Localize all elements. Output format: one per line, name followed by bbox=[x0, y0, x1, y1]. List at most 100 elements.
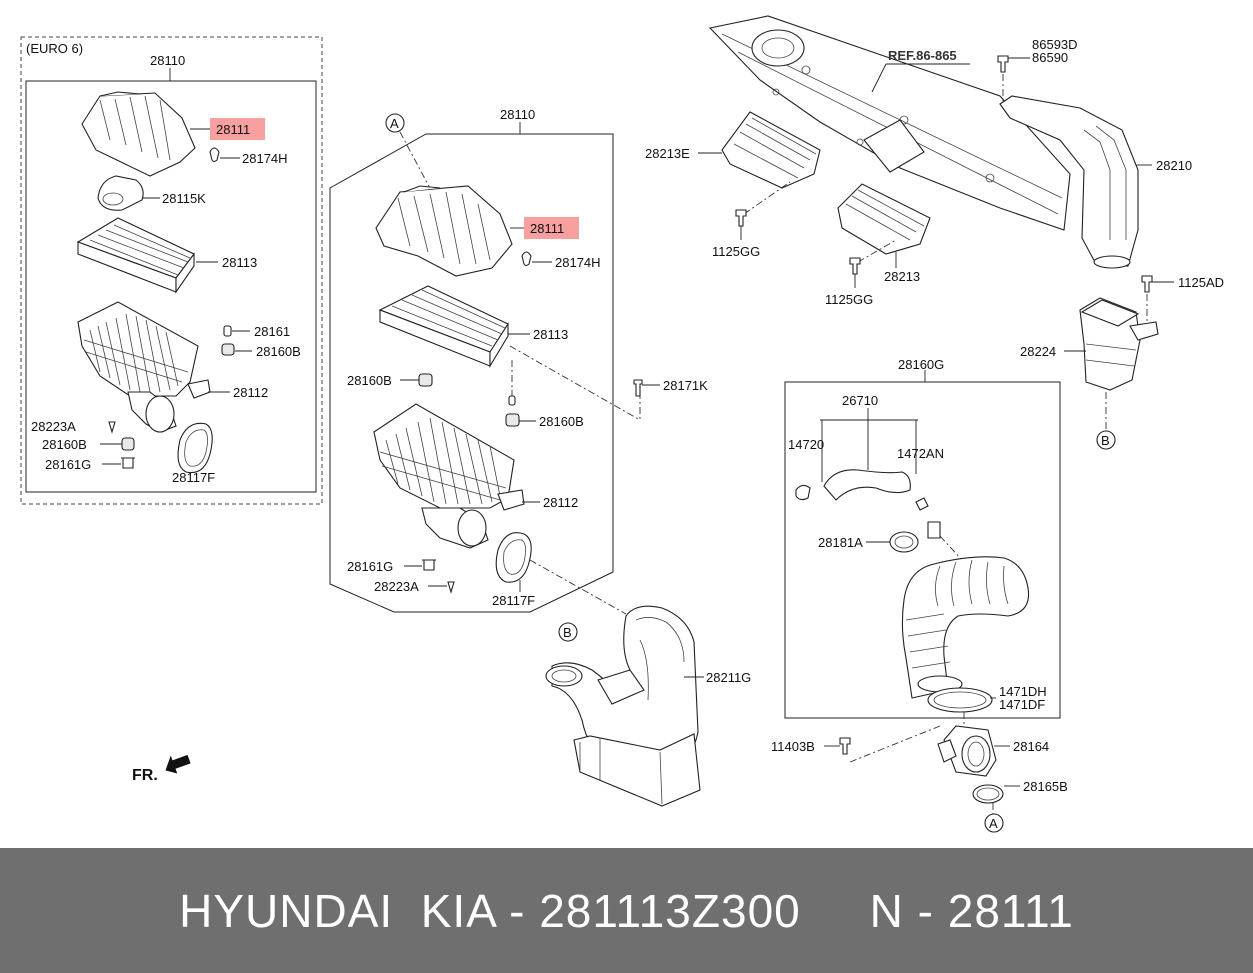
screw1-part bbox=[735, 209, 747, 227]
inlet-hose-label: 28224 bbox=[1020, 344, 1056, 359]
left-pin-label: 28223A bbox=[31, 419, 76, 434]
screw3-part bbox=[1141, 275, 1153, 293]
left-group-box bbox=[25, 80, 317, 493]
sensor-label: 28164 bbox=[1013, 739, 1049, 754]
part-number-caption: HYUNDAI KIA - 281113Z300 N - 28111 bbox=[179, 884, 1074, 937]
left-cover-highlight bbox=[210, 118, 265, 140]
left-grommet-part bbox=[223, 325, 232, 337]
sensor-part bbox=[937, 725, 997, 777]
left-resonator-label: 28115K bbox=[162, 191, 206, 206]
center-pin-part bbox=[447, 581, 455, 594]
euro6-label: (EURO 6) bbox=[26, 41, 83, 56]
left-filter-label: 28113 bbox=[222, 255, 257, 270]
bracket-label: 28213E bbox=[645, 146, 690, 161]
bottom-ref-a-circle bbox=[984, 813, 1004, 833]
left-pin-part bbox=[108, 421, 116, 434]
center-mount-right-label: 28160B bbox=[539, 414, 584, 429]
inlet-hose-part bbox=[1079, 297, 1159, 391]
screw1-label: 1125GG bbox=[712, 244, 760, 259]
vacuum-fitting-part bbox=[927, 521, 941, 539]
clamp2-part bbox=[927, 687, 993, 713]
left-grommet-label: 28161 bbox=[254, 324, 290, 339]
left-mount2-part bbox=[121, 437, 135, 451]
air-duct-label: 28210 bbox=[1156, 158, 1192, 173]
footer-bar: HYUNDAI KIA - 281113Z300 N - 28111 bbox=[0, 848, 1253, 973]
left-clip-label: 28174H bbox=[242, 151, 288, 166]
clamp2a-label: 1471DH bbox=[999, 684, 1047, 699]
duct-part-part bbox=[837, 183, 931, 255]
left-seal-label: 28117F bbox=[172, 470, 215, 485]
left-bolt-part bbox=[121, 457, 135, 469]
clamp-part bbox=[889, 531, 919, 553]
center-cover-part bbox=[375, 185, 513, 277]
center-mount-part bbox=[418, 373, 433, 387]
main-hose-part bbox=[901, 556, 1030, 699]
center-clip-part bbox=[521, 251, 532, 267]
clamp-label: 28181A bbox=[818, 535, 863, 550]
left-group-label: 28110 bbox=[150, 53, 185, 68]
air-duct-part bbox=[999, 95, 1139, 269]
center-ref-a-label: A bbox=[390, 116, 399, 131]
hose-group-label: 28160G bbox=[898, 357, 944, 372]
top-ref-b-label: B bbox=[1101, 433, 1110, 448]
left-cover-part bbox=[81, 91, 196, 177]
left-clip-part bbox=[209, 147, 220, 163]
center-filter-part bbox=[378, 285, 509, 368]
center-group-label: 28110 bbox=[500, 107, 535, 122]
front-label: FR. bbox=[132, 767, 158, 784]
resonator-label: 28211G bbox=[706, 670, 751, 685]
resonator-part bbox=[545, 605, 701, 807]
center-bolt2-label: 28161G bbox=[347, 559, 393, 574]
clip2-label: 1472AN bbox=[897, 446, 944, 461]
left-body-part bbox=[77, 301, 211, 433]
screw2-part bbox=[849, 257, 861, 275]
center-clip-label: 28174H bbox=[555, 255, 601, 270]
center-ref-a-circle bbox=[385, 113, 405, 133]
center-body-label: 28112 bbox=[543, 495, 578, 510]
small-hose-part bbox=[795, 469, 911, 501]
left-bolt-label: 28161G bbox=[45, 457, 91, 472]
center-group-box bbox=[329, 133, 614, 613]
center-filter-label: 28113 bbox=[533, 327, 568, 342]
center-bolt2-part bbox=[422, 559, 436, 571]
duct-part-label: 28213 bbox=[884, 269, 920, 284]
left-mount-label: 28160B bbox=[256, 344, 301, 359]
bottom-ref-b-circle bbox=[558, 622, 578, 642]
front-arrow-icon bbox=[165, 754, 191, 774]
center-seal-label: 28117F bbox=[492, 593, 535, 608]
center-cover-highlight bbox=[524, 217, 579, 239]
left-cover-label: 28111 bbox=[216, 122, 250, 137]
center-seal-part bbox=[495, 532, 532, 583]
clamp2b-label: 1471DF bbox=[999, 697, 1045, 712]
top-nut2-label: 86590 bbox=[1032, 50, 1068, 65]
radiator-support-part bbox=[708, 15, 1071, 231]
oring-part bbox=[972, 784, 1004, 804]
bottom-bolt-label: 11403B bbox=[771, 739, 815, 754]
center-grommet-part bbox=[508, 395, 516, 406]
hose-group-box bbox=[784, 381, 1061, 719]
euro6-group-box bbox=[20, 36, 323, 505]
center-mount-label: 28160B bbox=[347, 373, 392, 388]
oring-label: 28165B bbox=[1023, 779, 1068, 794]
left-seal-part bbox=[177, 422, 213, 474]
hose-label: 26710 bbox=[842, 393, 878, 408]
center-cover-label: 28111 bbox=[530, 221, 564, 236]
left-mount2-label: 28160B bbox=[42, 437, 87, 452]
clip1-label: 14720 bbox=[788, 437, 824, 452]
center-pin-label: 28223A bbox=[374, 579, 419, 594]
clip2-part bbox=[915, 497, 929, 511]
left-body-label: 28112 bbox=[233, 385, 268, 400]
center-body-part bbox=[373, 403, 525, 549]
ref-label: REF.86-865 bbox=[888, 48, 957, 63]
parts-diagram: (EURO 6) 28110 28111 28174H 28115K 28113… bbox=[20, 15, 1224, 833]
bottom-ref-b-label: B bbox=[563, 625, 572, 640]
top-ref-b-circle bbox=[1096, 430, 1116, 450]
left-mount-part bbox=[221, 343, 235, 356]
screw3-label: 1125AD bbox=[1178, 275, 1224, 290]
bottom-ref-a-label: A bbox=[989, 816, 998, 831]
bottom-bolt-part bbox=[839, 737, 851, 755]
screw2-label: 1125GG bbox=[825, 292, 873, 307]
bracket-part bbox=[721, 111, 821, 189]
left-resonator-part bbox=[97, 175, 144, 211]
center-bolt-label: 28171K bbox=[663, 378, 708, 393]
